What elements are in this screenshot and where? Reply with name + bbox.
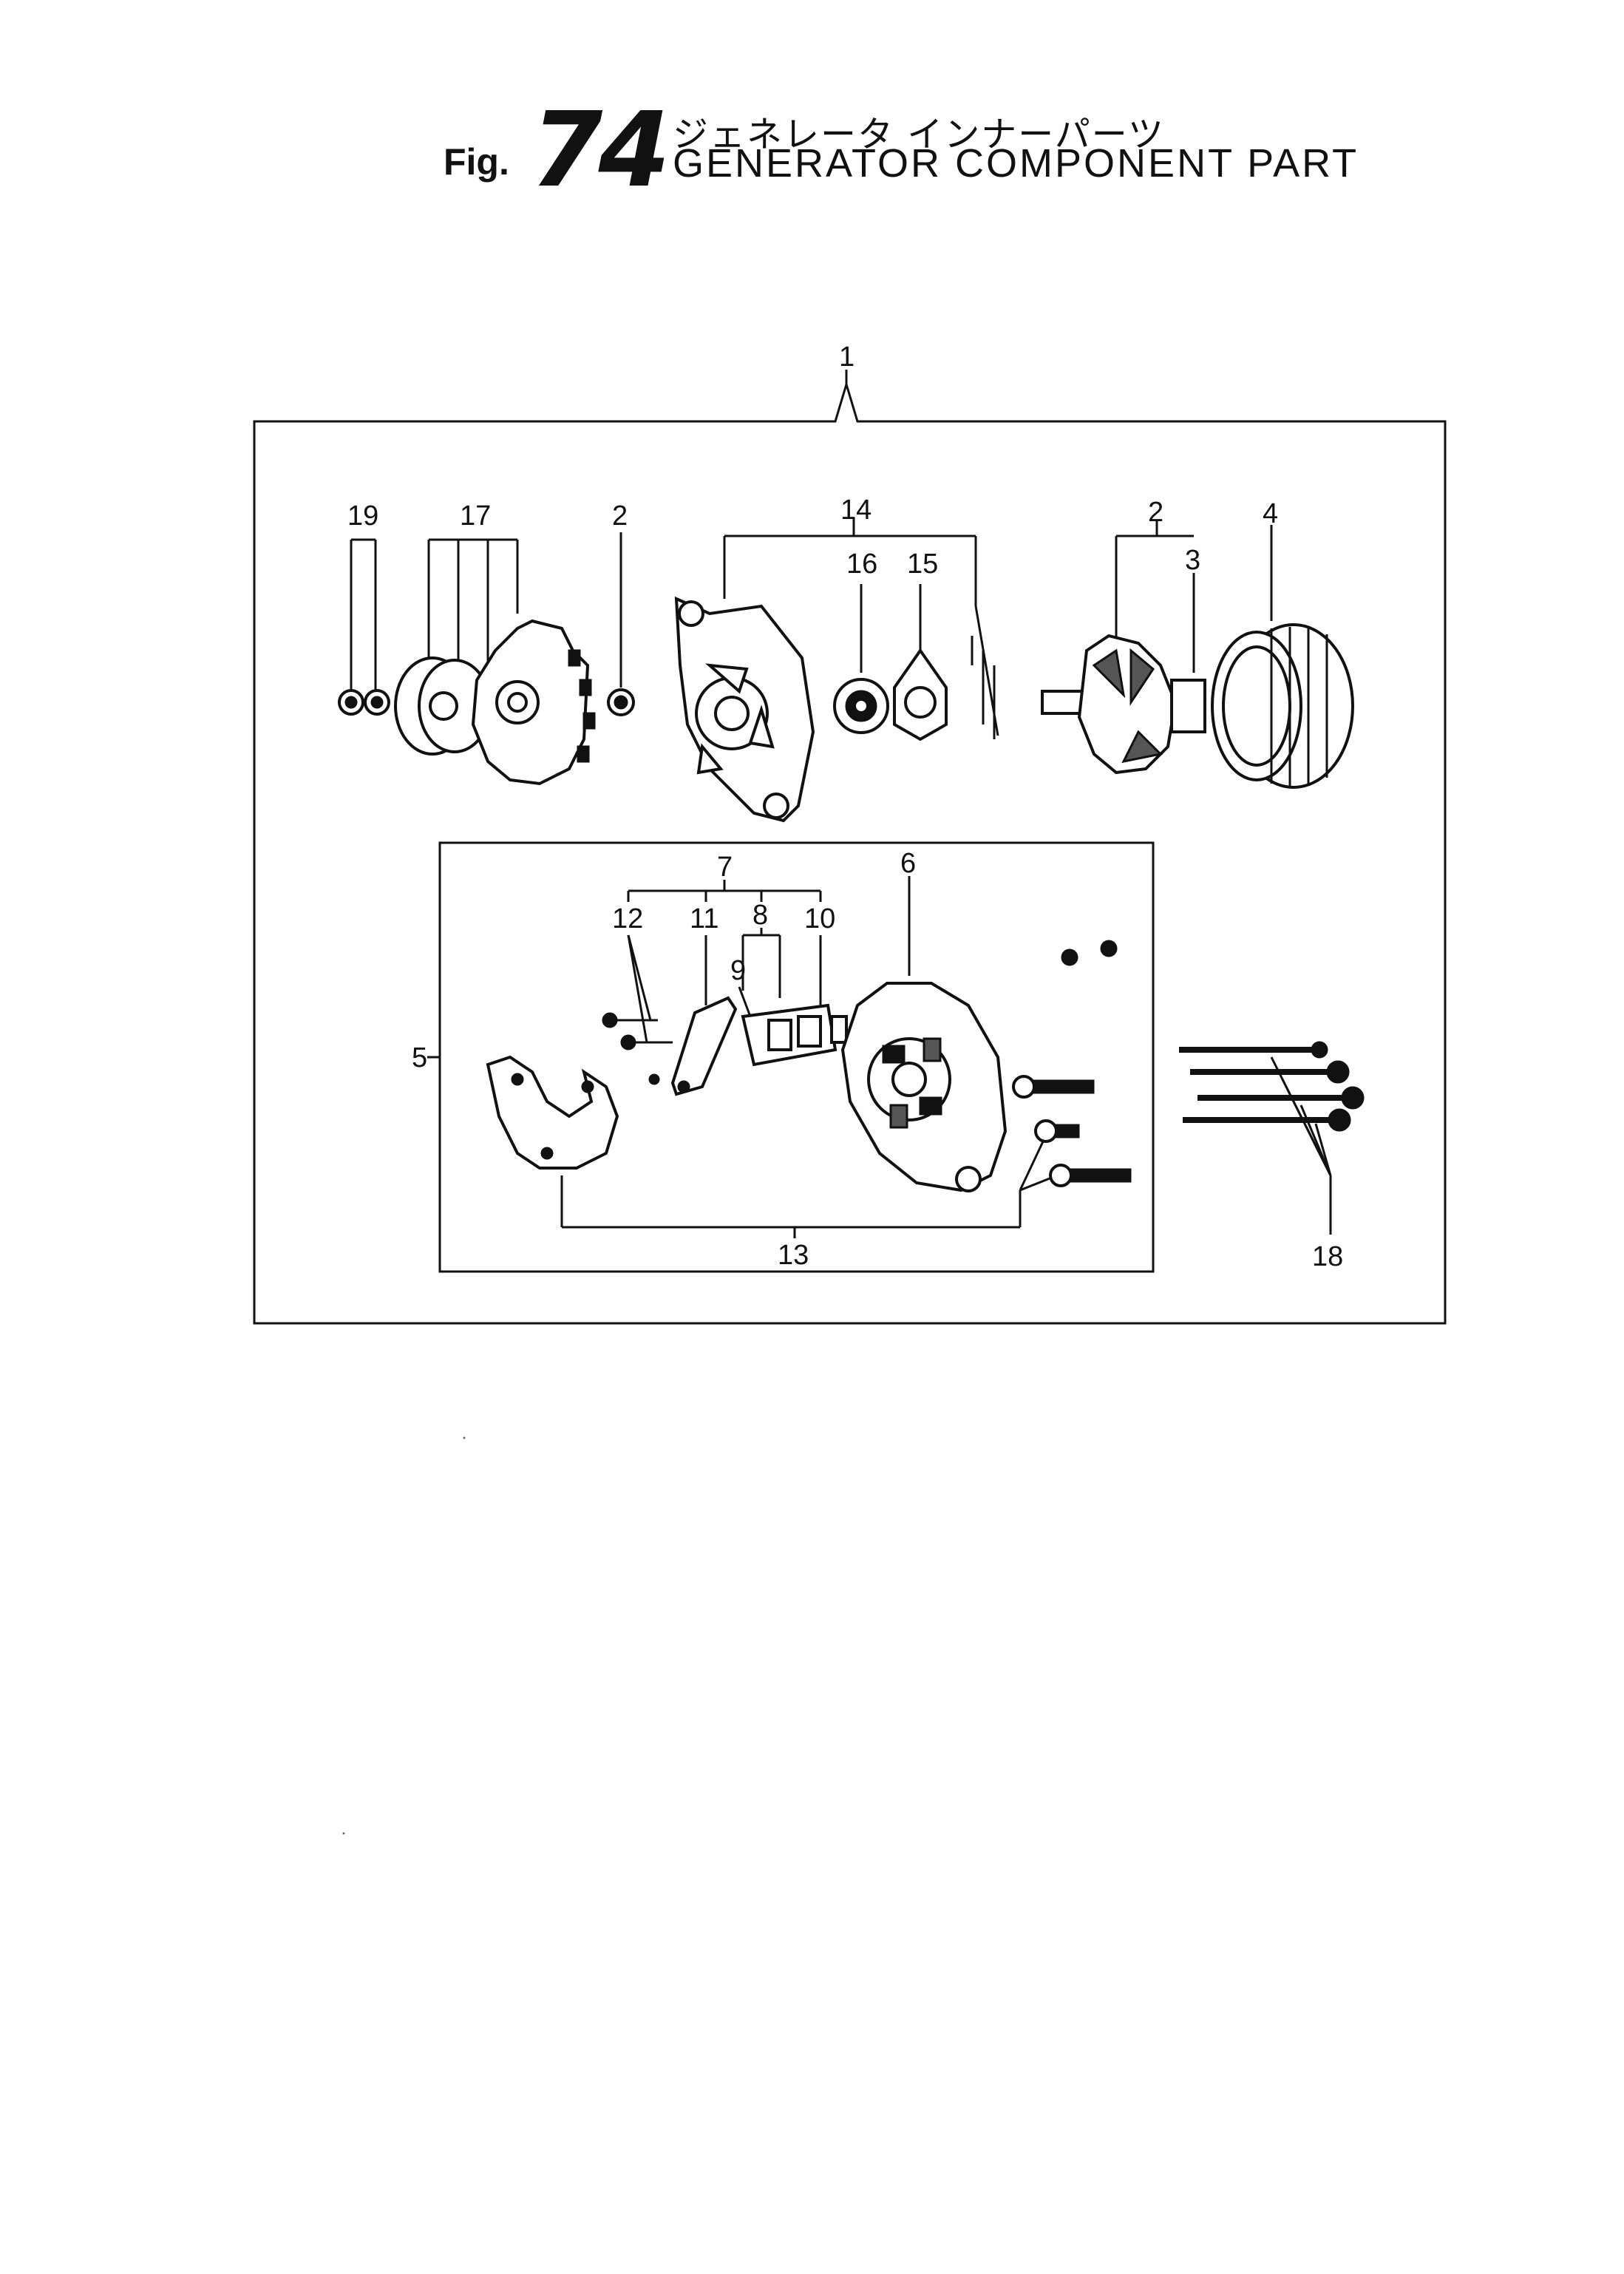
callout-19: 19 xyxy=(347,500,378,532)
callout-11: 11 xyxy=(690,903,718,934)
callout-12: 12 xyxy=(612,903,643,934)
callout-2-nut: 2 xyxy=(612,500,628,532)
part-18-bolts xyxy=(1179,1041,1365,1235)
title-english: GENERATOR COMPONENT PART xyxy=(673,141,1359,186)
callout-15: 15 xyxy=(907,549,938,580)
part-7-bracket xyxy=(627,880,822,998)
callout-5: 5 xyxy=(412,1042,427,1073)
callout-14: 14 xyxy=(840,495,872,526)
callout-6: 6 xyxy=(900,848,916,879)
part-12-screws xyxy=(602,934,673,1085)
part-2-3-rotor xyxy=(1041,521,1206,775)
callout-4: 4 xyxy=(1263,498,1278,529)
callout-2-rotor: 2 xyxy=(1148,497,1163,528)
title-japanese: ジェネレータ インナーパーツ xyxy=(673,114,1165,155)
assembly-frame xyxy=(253,370,1447,1325)
part-11-brush-holder xyxy=(670,935,738,1096)
part-14-screws xyxy=(971,605,999,739)
part-15-plate xyxy=(893,584,948,741)
callout-10: 10 xyxy=(804,903,835,934)
callout-13: 13 xyxy=(778,1240,809,1271)
fig-prefix: Fig. xyxy=(444,141,509,183)
scan-speck xyxy=(463,1436,466,1439)
callout-16: 16 xyxy=(846,549,877,580)
callout-18: 18 xyxy=(1312,1241,1343,1272)
callout-17: 17 xyxy=(460,500,491,532)
terminal-studs xyxy=(1012,1075,1132,1187)
fig-number: 74 xyxy=(531,90,670,211)
part-4-stator xyxy=(1211,525,1354,789)
scan-speck xyxy=(342,1832,345,1835)
figure-title: Fig. 74 ジェネレータ インナーパーツ GENERATOR COMPONE… xyxy=(444,99,1404,203)
callout-3: 3 xyxy=(1185,545,1200,576)
callout-1: 1 xyxy=(839,342,855,373)
part-14-front-housing xyxy=(674,517,977,823)
callout-9: 9 xyxy=(730,955,746,986)
part-17-pulley-fan xyxy=(394,538,596,786)
part-6-rear-housing xyxy=(840,876,1008,1192)
part-19-nuts xyxy=(338,538,390,716)
callout-8: 8 xyxy=(752,900,768,931)
small-nuts xyxy=(1061,940,1118,966)
part-16-bearing xyxy=(833,584,889,734)
part-9-10-brushes xyxy=(738,935,848,1067)
part-13-diode-plate xyxy=(486,1055,1058,1238)
part-2-nut xyxy=(607,532,635,716)
callout-7: 7 xyxy=(717,852,733,883)
